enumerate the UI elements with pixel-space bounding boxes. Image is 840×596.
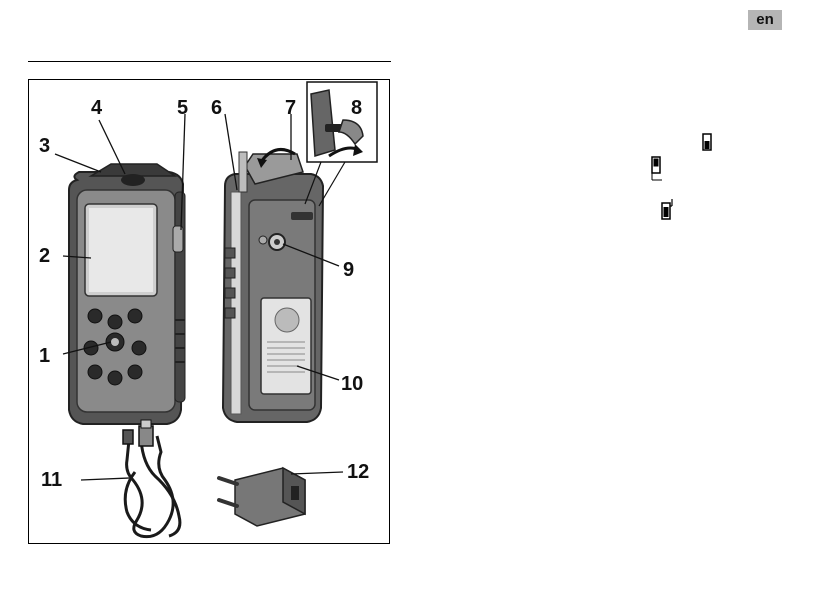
callout-1: 1 bbox=[39, 345, 50, 367]
callout-7: 7 bbox=[285, 97, 296, 119]
language-badge: en bbox=[748, 10, 782, 30]
callout-6: 6 bbox=[211, 97, 222, 119]
device-rear bbox=[223, 150, 323, 423]
callout-11: 11 bbox=[41, 469, 62, 491]
usb-cable bbox=[123, 420, 180, 537]
callout-2: 2 bbox=[39, 245, 50, 267]
header-rule bbox=[28, 61, 391, 62]
device-reference-front-icon bbox=[701, 133, 713, 153]
callout-4: 4 bbox=[91, 97, 103, 119]
device-reference-rear-icon bbox=[650, 156, 664, 182]
device-reference-tripod-icon bbox=[660, 198, 678, 220]
power-adapter bbox=[219, 468, 305, 526]
callout-3: 3 bbox=[39, 135, 50, 157]
product-figure: 4 5 6 7 8 3 2 9 1 10 11 12 bbox=[28, 79, 390, 544]
device-front bbox=[69, 164, 185, 424]
product-illustration: 4 5 6 7 8 3 2 9 1 10 11 12 bbox=[29, 80, 389, 543]
callout-9: 9 bbox=[343, 259, 354, 281]
callout-12: 12 bbox=[347, 461, 369, 483]
callout-10: 10 bbox=[341, 373, 363, 395]
callout-8: 8 bbox=[351, 97, 362, 119]
callout-5: 5 bbox=[177, 97, 188, 119]
